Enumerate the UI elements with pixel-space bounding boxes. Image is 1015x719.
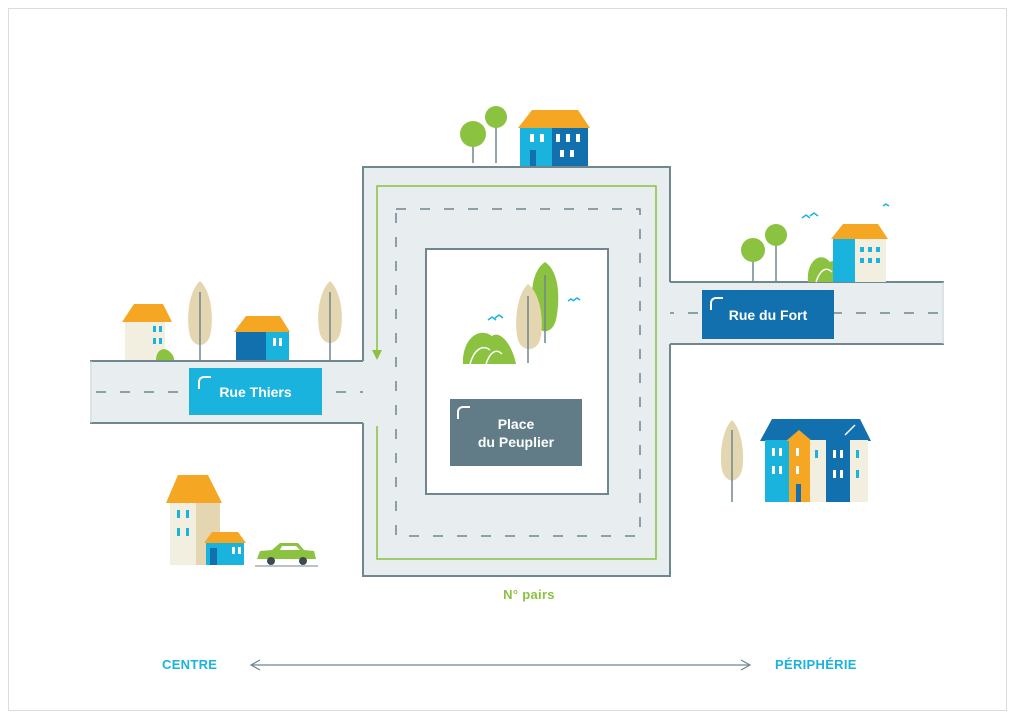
rue-thiers-label: Rue Thiers: [189, 368, 322, 415]
arrow-right-icon: [740, 659, 752, 671]
label-corner-icon: [457, 406, 470, 419]
top-houses-icon: [460, 106, 590, 166]
peripherie-houses-icon: [720, 419, 871, 502]
park-trees-icon: [462, 262, 581, 365]
centre-label: CENTRE: [162, 657, 218, 672]
peripherie-label: PÉRIPHÉRIE: [775, 657, 857, 672]
direction-arrow-icon: [372, 350, 382, 360]
arrow-left-icon: [249, 659, 261, 671]
place-line2-text: du Peuplier: [477, 433, 555, 450]
label-corner-icon: [710, 297, 723, 310]
car-icon: [255, 543, 318, 567]
centre-houses-icon: [166, 475, 246, 565]
place-road-loop: [362, 166, 671, 577]
label-corner-icon: [198, 376, 211, 389]
place-du-peuplier-label: Place du Peuplier: [450, 399, 582, 466]
rue-thiers-text: Rue Thiers: [219, 383, 292, 400]
rue-du-fort-label: Rue du Fort: [702, 290, 834, 339]
rue-du-fort-text: Rue du Fort: [728, 306, 808, 323]
place-line1-text: Place: [497, 415, 535, 432]
thiers-houses-icon: [122, 281, 342, 360]
numeros-pairs-label: N° pairs: [503, 587, 555, 602]
centre-peripherie-axis: [249, 659, 752, 671]
fort-houses-icon: [741, 203, 890, 283]
